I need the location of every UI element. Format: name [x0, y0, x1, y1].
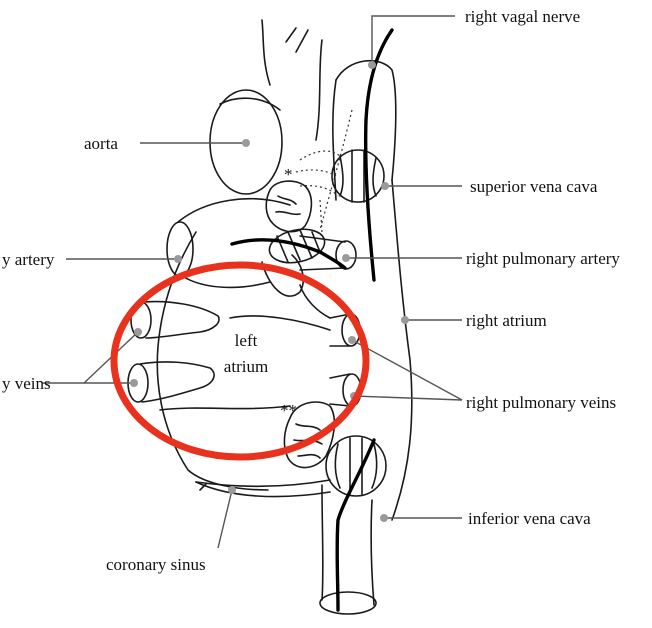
label-artery-left: y artery [2, 250, 55, 269]
marker-double: ** [280, 401, 297, 420]
heart-outline [157, 20, 412, 614]
left-pulmonary-veins-shape [128, 302, 219, 402]
label-right-pulmonary-artery: right pulmonary artery [466, 249, 620, 268]
label-veins-left: y veins [2, 374, 51, 393]
label-right-vagal-nerve: right vagal nerve [465, 7, 580, 26]
marker-single: * [284, 165, 293, 184]
superior-vena-cava-ring [296, 110, 384, 232]
left-atrium-label-line2: atrium [224, 357, 268, 376]
inferior-vena-cava-ring [326, 436, 386, 610]
label-right-pulmonary-veins: right pulmonary veins [466, 393, 616, 412]
leaders [42, 16, 462, 548]
label-superior-vena-cava: superior vena cava [470, 177, 598, 196]
label-coronary-sinus: coronary sinus [106, 555, 206, 574]
label-aorta: aorta [84, 134, 118, 153]
label-right-atrium: right atrium [466, 311, 547, 330]
label-inferior-vena-cava: inferior vena cava [468, 509, 591, 528]
left-atrium-label-line1: left [235, 331, 258, 350]
